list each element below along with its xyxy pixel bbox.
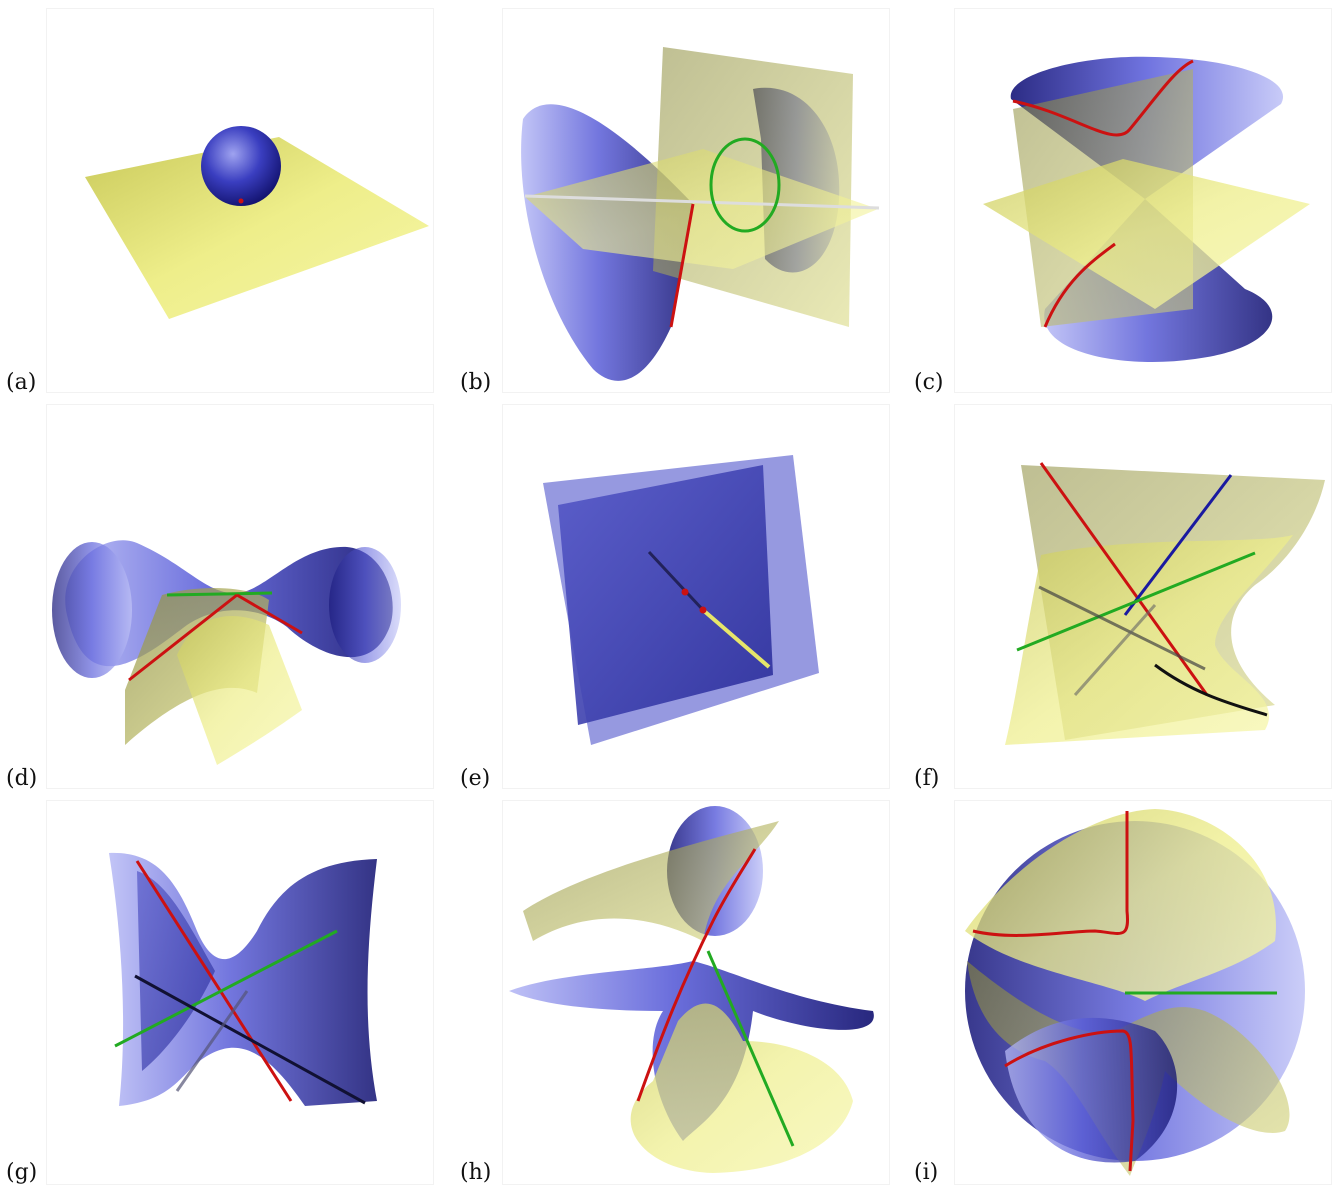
sphere	[201, 126, 281, 206]
yellow-surface-2	[177, 616, 302, 765]
panel-e-figure	[502, 404, 890, 789]
black-edge	[1154, 663, 1268, 717]
dark-line	[1038, 585, 1206, 671]
panel-label: (g)	[6, 1160, 38, 1185]
panel-c: (c)	[892, 0, 1338, 396]
panel-f-figure	[954, 404, 1332, 789]
grey-line	[1073, 604, 1157, 696]
red-hyperbola-bottom	[1043, 242, 1116, 328]
point-1	[681, 588, 689, 596]
panel-a: (a)	[0, 0, 446, 396]
black-line	[134, 974, 366, 1105]
panel-g: (g)	[0, 792, 446, 1189]
panel-i: (i)	[892, 792, 1338, 1189]
panel-label: (c)	[914, 370, 944, 395]
green-circle	[709, 137, 781, 233]
panel-d: (d)	[0, 396, 446, 792]
tangent-point	[238, 198, 244, 204]
red-line-a	[128, 593, 238, 682]
panel-i-figure	[954, 800, 1332, 1185]
green-line	[114, 929, 338, 1048]
red-line	[669, 203, 695, 328]
yellow-line	[701, 608, 771, 669]
plane	[85, 137, 429, 319]
green-line	[706, 950, 795, 1147]
panel-label: (h)	[460, 1160, 492, 1185]
panel-h-figure	[502, 800, 890, 1185]
red-curve-bottom	[1004, 1029, 1135, 1172]
red-hyperbola-top	[1012, 59, 1194, 137]
horizontal-plane	[525, 149, 878, 269]
right-cap	[329, 547, 401, 663]
panel-d-figure	[46, 404, 434, 789]
horizontal-plane	[983, 159, 1310, 309]
blue-line	[1123, 474, 1233, 616]
intersection-line	[524, 194, 880, 210]
panel-b: (b)	[446, 0, 892, 396]
red-line	[135, 860, 293, 1102]
dark-line	[647, 550, 705, 612]
inner-surface	[137, 871, 215, 1071]
yellow-bottom	[630, 1003, 853, 1173]
green-line	[1016, 551, 1256, 652]
panel-a-figure	[46, 8, 434, 393]
panel-label: (f)	[914, 766, 940, 791]
front-plane	[558, 465, 773, 725]
panel-h: (h)	[446, 792, 892, 1189]
left-cap	[52, 542, 132, 678]
panel-b-figure	[502, 8, 890, 393]
panel-e: (e)	[446, 396, 892, 792]
panel-label: (d)	[6, 766, 38, 791]
yellow-top	[523, 821, 779, 941]
panel-f: (f)	[892, 396, 1338, 792]
panel-c-figure	[954, 8, 1332, 393]
panel-label: (a)	[6, 370, 37, 395]
panel-label: (e)	[460, 766, 491, 791]
panel-label: (b)	[460, 370, 492, 395]
yellow-lobe-1	[965, 809, 1276, 1001]
grey-line	[175, 990, 249, 1092]
point-2	[699, 606, 707, 614]
red-line-b	[236, 593, 303, 635]
green-line	[166, 591, 273, 597]
red-curve-top	[972, 811, 1130, 937]
panel-g-figure	[46, 800, 434, 1185]
blue-lower	[1005, 1017, 1178, 1163]
panel-label: (i)	[914, 1160, 939, 1185]
red-curve	[636, 848, 757, 1102]
